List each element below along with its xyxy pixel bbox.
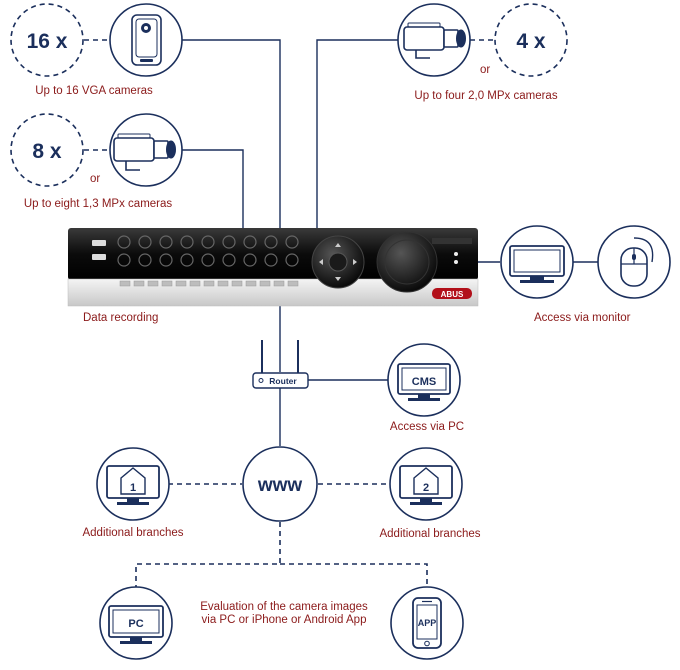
line-vga-to-dvr xyxy=(182,39,281,228)
count-circle-mpx13: 8 x xyxy=(10,113,84,187)
pc-icon: PC xyxy=(99,586,173,660)
vga-cameras-label: Up to 16 VGA cameras xyxy=(35,85,153,97)
dvr-recorder: ABUS xyxy=(67,228,479,307)
data-recording-label: Data recording xyxy=(83,312,159,324)
www-label: www xyxy=(257,475,303,496)
evaluation-line1: Evaluation of the camera images xyxy=(200,601,368,613)
cms-pc-icon: CMS xyxy=(387,343,461,417)
monitor-icon xyxy=(500,225,574,299)
line-mpx20-to-dvr xyxy=(316,39,398,228)
router-icon: Router xyxy=(252,340,309,389)
mpx20-or-label: or xyxy=(480,64,491,76)
app-label: APP xyxy=(418,618,437,628)
count-mpx13: 8 x xyxy=(32,140,62,163)
pc-label: PC xyxy=(128,618,143,630)
branch2-label: Additional branches xyxy=(379,528,481,540)
access-monitor-label: Access via monitor xyxy=(534,312,631,324)
cms-label: CMS xyxy=(412,376,436,388)
internet-node: www xyxy=(242,446,318,522)
mpx13-cameras-label: Up to eight 1,3 MPx cameras xyxy=(23,198,173,210)
evaluation-label: Evaluation of the camera images via PC o… xyxy=(200,601,367,627)
branch1-label: Additional branches xyxy=(82,527,184,539)
count-circle-mpx20: 4 x xyxy=(494,3,568,77)
count-mpx20: 4 x xyxy=(516,30,546,53)
box-camera-icon xyxy=(397,3,471,77)
mouse-icon xyxy=(597,225,671,299)
evaluation-line2: via PC or iPhone or Android App xyxy=(201,614,367,626)
line-mpx13-to-dvr xyxy=(182,149,244,228)
branch-house-icon: 2 xyxy=(389,447,463,521)
access-pc-label: Access via PC xyxy=(389,421,465,433)
brand-logo: ABUS xyxy=(441,290,464,299)
branch1-number: 1 xyxy=(130,482,136,494)
smartphone-app-icon: APP xyxy=(390,586,464,660)
mpx13-or-label: or xyxy=(90,173,101,185)
router-label: Router xyxy=(269,376,297,386)
dome-camera-icon xyxy=(109,3,183,77)
branch2-number: 2 xyxy=(423,482,429,494)
branch-house-icon: 1 xyxy=(96,447,170,521)
box-camera-icon xyxy=(109,113,183,187)
mpx20-cameras-label: Up to four 2,0 MPx cameras xyxy=(414,90,558,102)
connector-lines xyxy=(182,39,598,446)
count-vga: 16 x xyxy=(27,30,68,53)
count-circle-vga: 16 x xyxy=(10,3,84,77)
dashed-connectors xyxy=(84,39,496,590)
